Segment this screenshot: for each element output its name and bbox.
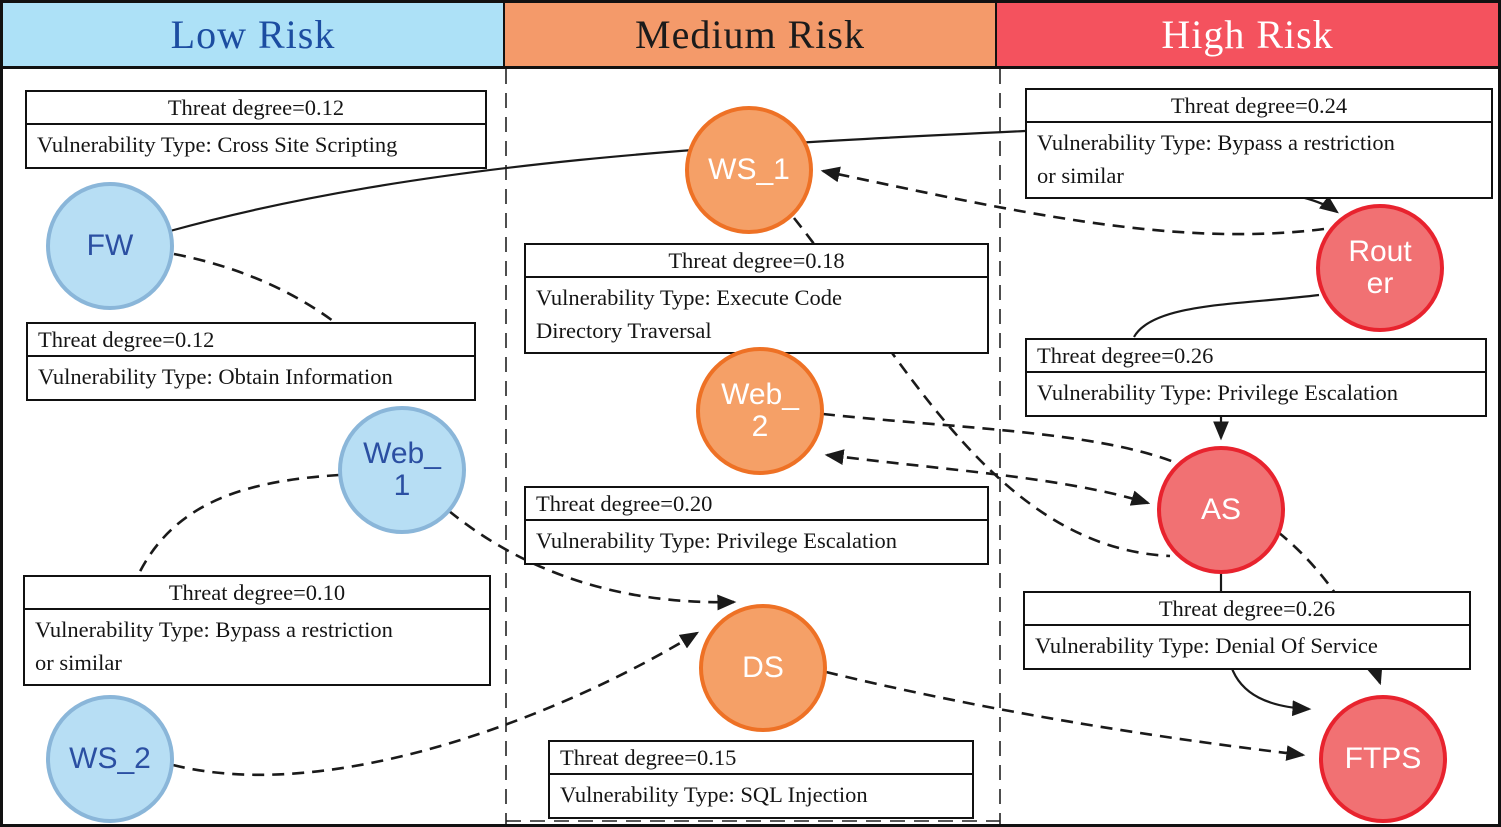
node-ftps-label: FTPS: [1344, 741, 1422, 775]
vulnerability-type: Vulnerability Type: Denial Of Service: [1035, 633, 1378, 658]
column-header-low-label: Low Risk: [170, 12, 336, 57]
threat-degree: Threat degree=0.18: [526, 245, 987, 278]
column-header-high: High Risk: [997, 3, 1498, 66]
node-as: AS: [1157, 446, 1285, 574]
edge-fw-ws1-box24: [169, 129, 1026, 233]
node-ds-label: DS: [742, 650, 784, 684]
node-web2-label: Web_ 2: [721, 377, 799, 443]
edge-ws2-ds: [172, 631, 700, 777]
node-web1: Web_ 1: [338, 406, 466, 534]
edge-boxdos-ftps: [1229, 665, 1312, 717]
edge-web2-as-upper: [822, 412, 1175, 464]
node-ws2-label: WS_2: [69, 741, 151, 775]
node-router-label: Rout er: [1348, 234, 1412, 300]
vulnerability-type: Vulnerability Type: Privilege Escalation: [536, 528, 897, 553]
annotation-execute-code: Threat degree=0.18 Vulnerability Type: E…: [524, 243, 989, 355]
vulnerability-type: Vulnerability Type: Bypass a restriction…: [35, 617, 393, 675]
edge-router-ws1: [820, 166, 1325, 236]
threat-degree: Threat degree=0.26: [1025, 593, 1469, 626]
annotation-sql-injection: Threat degree=0.15 Vulnerability Type: S…: [548, 740, 974, 819]
node-router: Rout er: [1316, 204, 1444, 332]
threat-degree: Threat degree=0.26: [1027, 340, 1485, 373]
node-fw-label: FW: [86, 228, 134, 262]
annotation-bypass-restriction-high: Threat degree=0.24 Vulnerability Type: B…: [1025, 88, 1493, 200]
annotation-denial-of-service: Threat degree=0.26 Vulnerability Type: D…: [1023, 591, 1471, 670]
annotation-cross-site-scripting: Threat degree=0.12 Vulnerability Type: C…: [25, 90, 487, 169]
node-web1-label: Web_ 1: [363, 436, 441, 502]
annotation-privilege-escalation-high: Threat degree=0.26 Vulnerability Type: P…: [1025, 338, 1487, 417]
header-band: Low Risk Medium Risk High Risk: [3, 3, 1498, 69]
edge-web1-ds: [448, 509, 737, 611]
node-ws1: WS_1: [685, 106, 813, 234]
vulnerability-type: Vulnerability Type: Cross Site Scripting: [37, 132, 398, 157]
vulnerability-type: Vulnerability Type: Privilege Escalation: [1037, 380, 1398, 405]
annotation-bypass-restriction-low: Threat degree=0.10 Vulnerability Type: B…: [23, 575, 491, 687]
threat-degree: Threat degree=0.20: [526, 488, 987, 521]
node-web2: Web_ 2: [696, 347, 824, 475]
threat-degree: Threat degree=0.12: [28, 324, 474, 357]
threat-degree: Threat degree=0.24: [1027, 90, 1491, 123]
column-header-medium: Medium Risk: [503, 3, 997, 66]
vulnerability-type: Vulnerability Type: SQL Injection: [560, 782, 868, 807]
column-header-low: Low Risk: [3, 3, 503, 66]
annotation-obtain-information: Threat degree=0.12 Vulnerability Type: O…: [26, 322, 476, 401]
node-ftps: FTPS: [1319, 695, 1447, 823]
column-header-medium-label: Medium Risk: [635, 12, 865, 57]
edge-ds-ftps: [825, 670, 1306, 761]
node-ws2: WS_2: [46, 695, 174, 823]
vulnerability-type: Vulnerability Type: Obtain Information: [38, 364, 393, 389]
vulnerability-type: Vulnerability Type: Execute Code Directo…: [536, 285, 842, 343]
threat-degree: Threat degree=0.15: [550, 742, 972, 775]
vulnerability-type: Vulnerability Type: Bypass a restriction…: [1037, 130, 1395, 188]
node-fw: FW: [46, 182, 174, 310]
node-ws1-label: WS_1: [708, 152, 790, 186]
edge-web2-as-double: [824, 449, 1151, 506]
column-header-high-label: High Risk: [1161, 12, 1334, 57]
node-as-label: AS: [1200, 492, 1242, 526]
annotation-privilege-escalation-medium: Threat degree=0.20 Vulnerability Type: P…: [524, 486, 989, 565]
threat-degree: Threat degree=0.12: [27, 92, 485, 125]
edge-router-box26: [1133, 293, 1320, 338]
node-ds: DS: [699, 604, 827, 732]
threat-degree: Threat degree=0.10: [25, 577, 489, 610]
